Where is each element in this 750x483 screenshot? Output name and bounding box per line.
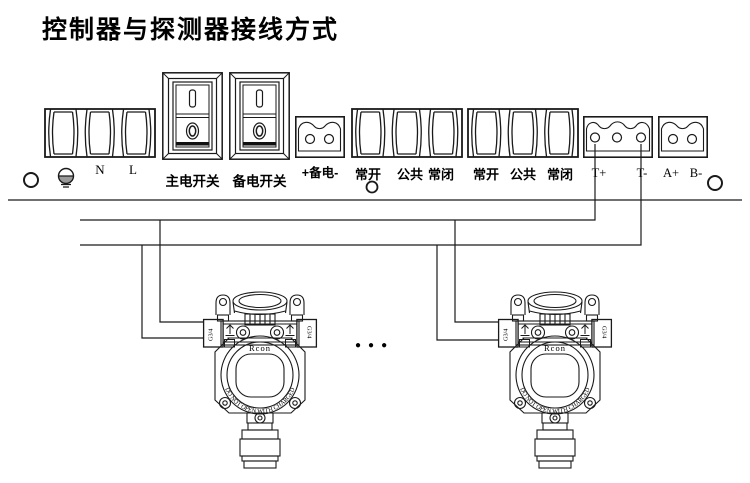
wire-detector2-plus <box>454 220 498 323</box>
wire-t-plus-bus <box>80 144 596 221</box>
wiring <box>80 144 642 341</box>
relay-output-block-1 <box>351 108 463 158</box>
gas-detector-2 <box>497 291 613 469</box>
main-power-switch-label: 主电开关 <box>166 173 220 189</box>
relay2-nc-label: 常闭 <box>547 167 573 182</box>
signal-terminal-connector <box>582 116 654 158</box>
gas-detector-1 <box>202 291 318 469</box>
mounting-hole-right <box>707 175 723 191</box>
relay-output-block-2 <box>467 108 579 158</box>
label-t-plus: T+ <box>592 166 607 180</box>
label-b-minus: B- <box>690 166 703 180</box>
backup-power-switch[interactable] <box>229 72 290 160</box>
earth-screw-symbol <box>57 167 75 188</box>
wire-detector1-plus <box>159 220 203 323</box>
relay2-com-label: 公共 <box>510 167 536 182</box>
label-t-minus: T- <box>637 166 648 180</box>
power-terminal-block <box>44 108 156 158</box>
label-a-plus: A+ <box>663 166 679 180</box>
diagram-title: 控制器与探测器接线方式 <box>42 16 340 44</box>
more-detectors-ellipsis: ●●● <box>355 340 394 351</box>
relay1-nc-label: 常闭 <box>428 167 454 182</box>
battery-connector <box>294 116 346 158</box>
label-neutral: N <box>95 162 105 177</box>
relay1-no-label: 常开 <box>355 167 381 182</box>
backup-power-switch-label: 备电开关 <box>232 173 287 189</box>
wire-detector2-minus <box>436 245 498 341</box>
label-live: L <box>129 162 137 177</box>
mounting-hole-center <box>365 180 379 194</box>
battery-connector-label: +备电- <box>302 165 338 180</box>
mounting-hole-left <box>23 172 39 188</box>
wire-t-minus-bus <box>80 144 642 246</box>
wire-detector1-minus <box>141 245 203 339</box>
relay1-com-label: 公共 <box>397 167 423 182</box>
ab-bus-connector <box>657 116 709 158</box>
relay2-no-label: 常开 <box>473 167 499 182</box>
main-power-switch[interactable] <box>162 72 223 160</box>
